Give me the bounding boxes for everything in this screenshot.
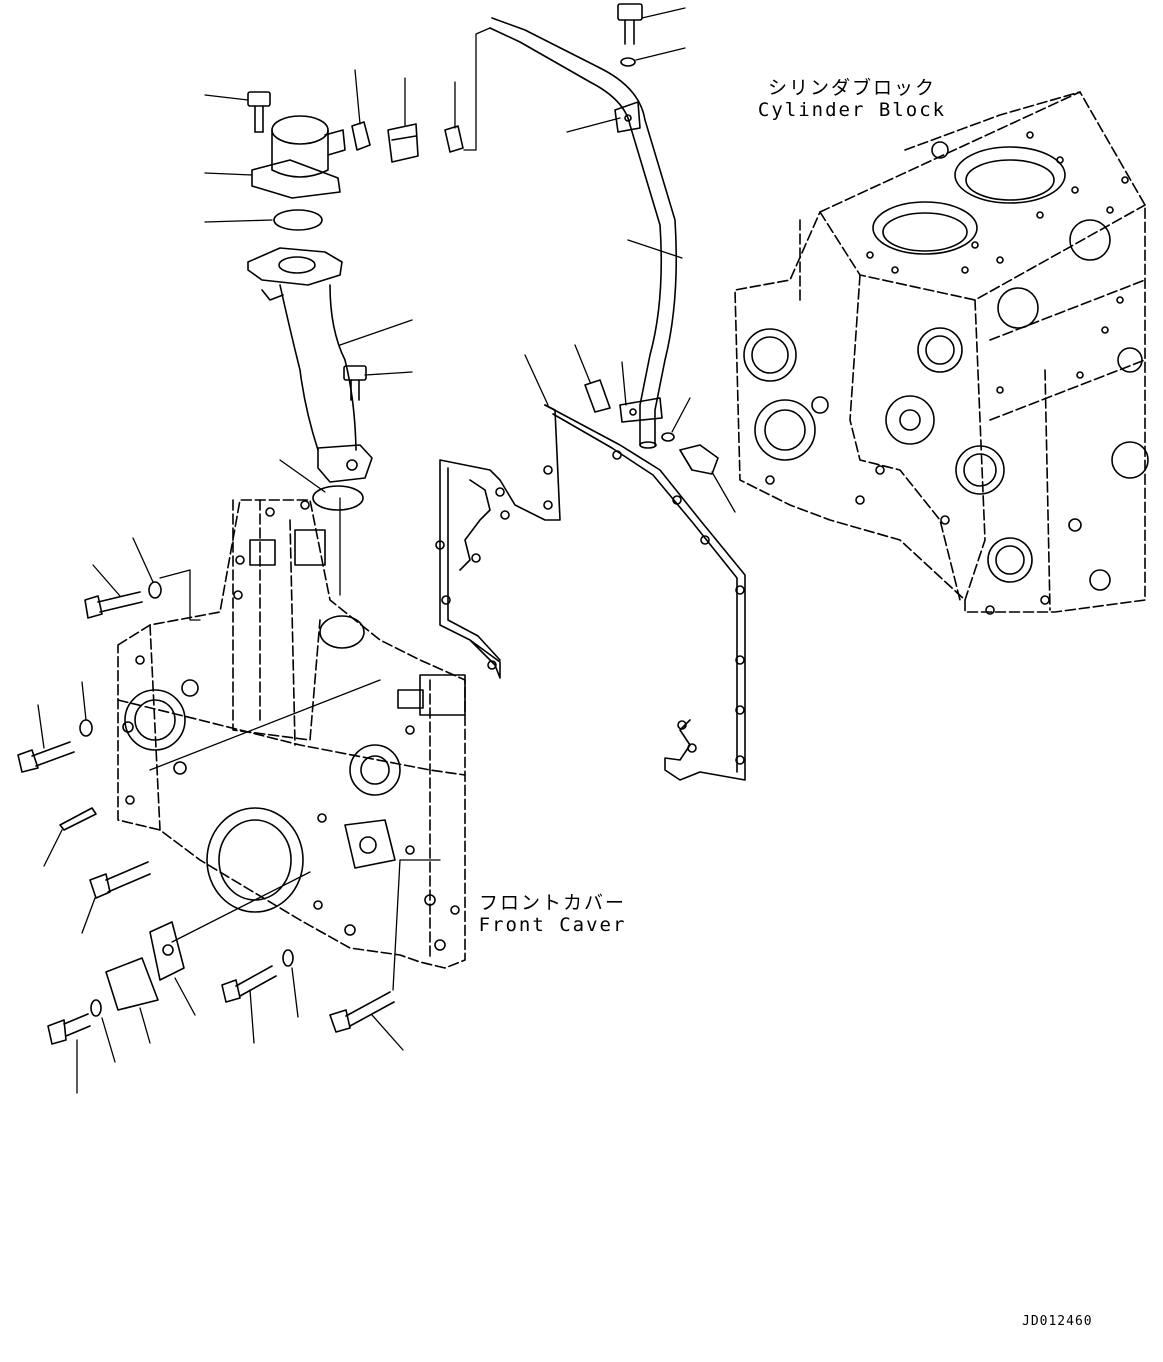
front-cover-gasket xyxy=(436,405,745,780)
front-cover-illustration xyxy=(118,500,465,968)
breather-pipe xyxy=(490,4,718,474)
drawing-code: JD012460 xyxy=(1022,1314,1093,1329)
cylinder-block-label-en: Cylinder Block xyxy=(757,99,947,121)
leader-lines xyxy=(38,8,735,1093)
front-cover-label-en: Front Caver xyxy=(478,914,627,936)
front-cover-label-jp: フロントカバー xyxy=(478,892,626,914)
loose-fasteners xyxy=(18,582,394,1044)
cylinder-block-label: シリンダブロック Cylinder Block xyxy=(752,77,952,121)
cylinder-block-illustration xyxy=(735,92,1148,614)
front-cover-label: フロントカバー Front Caver xyxy=(470,892,635,936)
cylinder-block-label-jp: シリンダブロック xyxy=(767,77,936,99)
breather-assembly xyxy=(248,92,463,510)
